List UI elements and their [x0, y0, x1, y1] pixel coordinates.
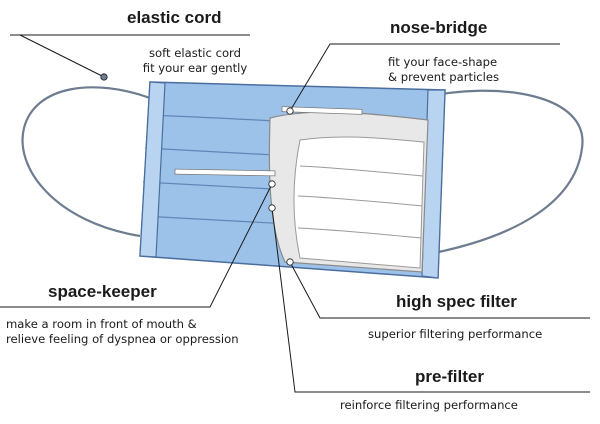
- elastic-cord-desc: soft elastic cord fit your ear gently: [120, 46, 270, 76]
- pre-filter-desc: reinforce filtering performance: [340, 398, 518, 413]
- inner-pleat-1: [299, 165, 424, 177]
- inner-pleat-2: [297, 195, 423, 207]
- dot-pre-filter: [268, 204, 276, 212]
- inner-filter-white: [293, 136, 425, 269]
- leader-high-spec-filter: [289, 261, 590, 319]
- elastic-cord-desc-line-1: soft elastic cord: [149, 46, 241, 60]
- inner-pleat-3: [297, 227, 422, 239]
- nose-bridge-desc-line-2: & prevent particles: [388, 70, 500, 84]
- nose-bridge-wire: [281, 106, 363, 115]
- dot-space-keeper: [268, 180, 276, 188]
- high-spec-filter-title: high spec filter: [396, 292, 517, 311]
- elastic-cord-title: elastic cord: [127, 8, 222, 27]
- leader-nose-bridge: [289, 43, 560, 112]
- pre-filter-desc-line-1: reinforce filtering performance: [340, 398, 518, 412]
- dot-elastic-cord: [100, 73, 108, 81]
- left-ear-loop: [21, 86, 151, 238]
- leader-pre-filter: [271, 207, 590, 393]
- dot-high-spec-filter: [286, 258, 294, 266]
- nose-bridge-title: nose-bridge: [390, 18, 488, 37]
- high-spec-filter-desc-line-1: superior filtering performance: [368, 327, 543, 341]
- right-ear-loop: [417, 89, 584, 258]
- space-keeper-desc-line-1: make a room in front of mouth &: [6, 317, 197, 331]
- left-binding: [139, 81, 166, 258]
- dot-nose-bridge: [286, 107, 294, 115]
- high-spec-filter-desc: superior filtering performance: [368, 327, 542, 342]
- space-keeper-desc-line-2: relieve feeling of dyspnea or oppression: [6, 332, 239, 346]
- pre-filter-title: pre-filter: [415, 367, 484, 386]
- space-keeper-title: space-keeper: [48, 282, 157, 301]
- space-keeper-desc: make a room in front of mouth & relieve …: [6, 317, 239, 347]
- elastic-cord-desc-line-2: fit your ear gently: [142, 61, 248, 75]
- space-keeper-strip: [174, 168, 276, 177]
- nose-bridge-desc-line-1: fit your face-shape: [388, 55, 498, 69]
- leader-elastic-cord: [10, 34, 250, 78]
- leader-space-keeper: [0, 183, 273, 308]
- nose-bridge-desc: fit your face-shape & prevent particles: [388, 55, 499, 85]
